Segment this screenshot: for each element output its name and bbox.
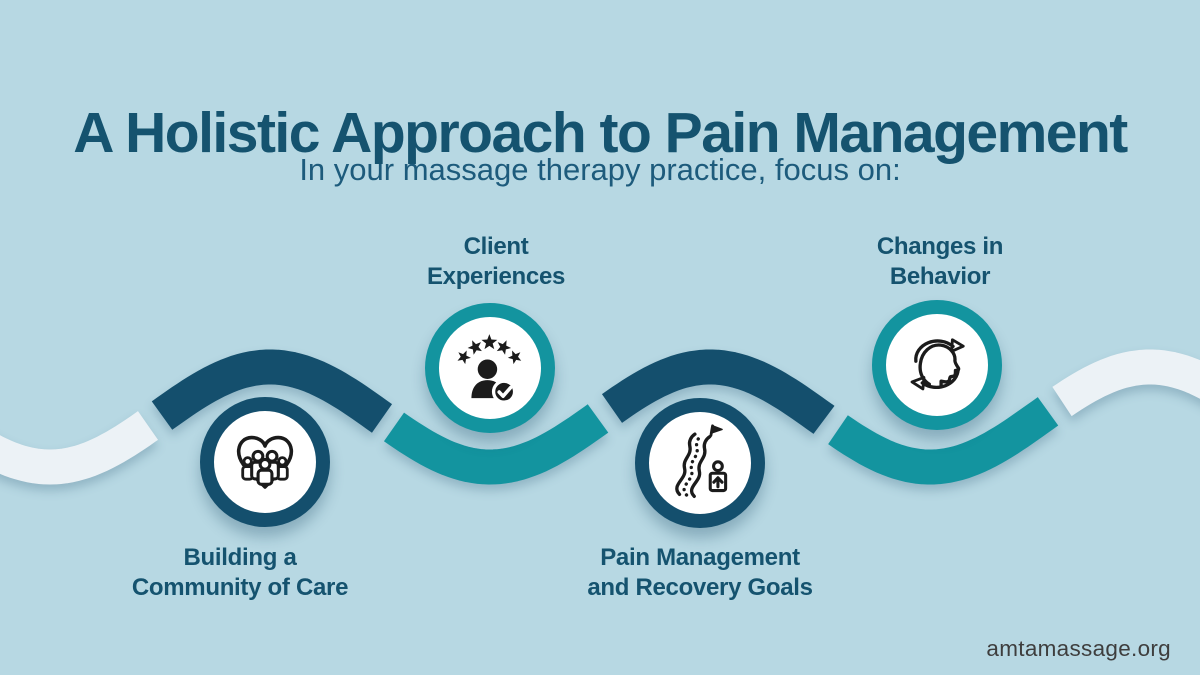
website-url: amtamassage.org (986, 636, 1171, 661)
wave-segment (1049, 349, 1200, 417)
wave-segment (0, 410, 163, 485)
page-title: A Holistic Approach to Pain Management (73, 101, 1128, 166)
behavior-cycle-icon (910, 338, 965, 391)
wave-segment (599, 349, 840, 436)
recovery-path-icon (675, 424, 728, 498)
step-label-changes-in-behavior: Changes in Behavior (876, 233, 1004, 290)
wave-segment (381, 403, 612, 485)
page-subtitle: In your massage therapy practice, focus … (299, 152, 901, 187)
family-heart-icon (236, 435, 294, 489)
step-circle-changes-in-behavior (872, 300, 1002, 430)
step-label-pain-management-goals: Pain Management and Recovery Goals (587, 544, 813, 601)
client-stars-icon (457, 334, 522, 404)
step-label-community-of-care: Building a Community of Care (131, 544, 349, 601)
wave-segment (149, 349, 395, 433)
step-circle-client-experiences (425, 303, 555, 433)
step-circle-community-of-care (200, 397, 330, 527)
step-label-client-experiences: Client Experiences (426, 233, 566, 290)
wave-segment (825, 397, 1061, 485)
step-circle-pain-management-goals (635, 398, 765, 528)
